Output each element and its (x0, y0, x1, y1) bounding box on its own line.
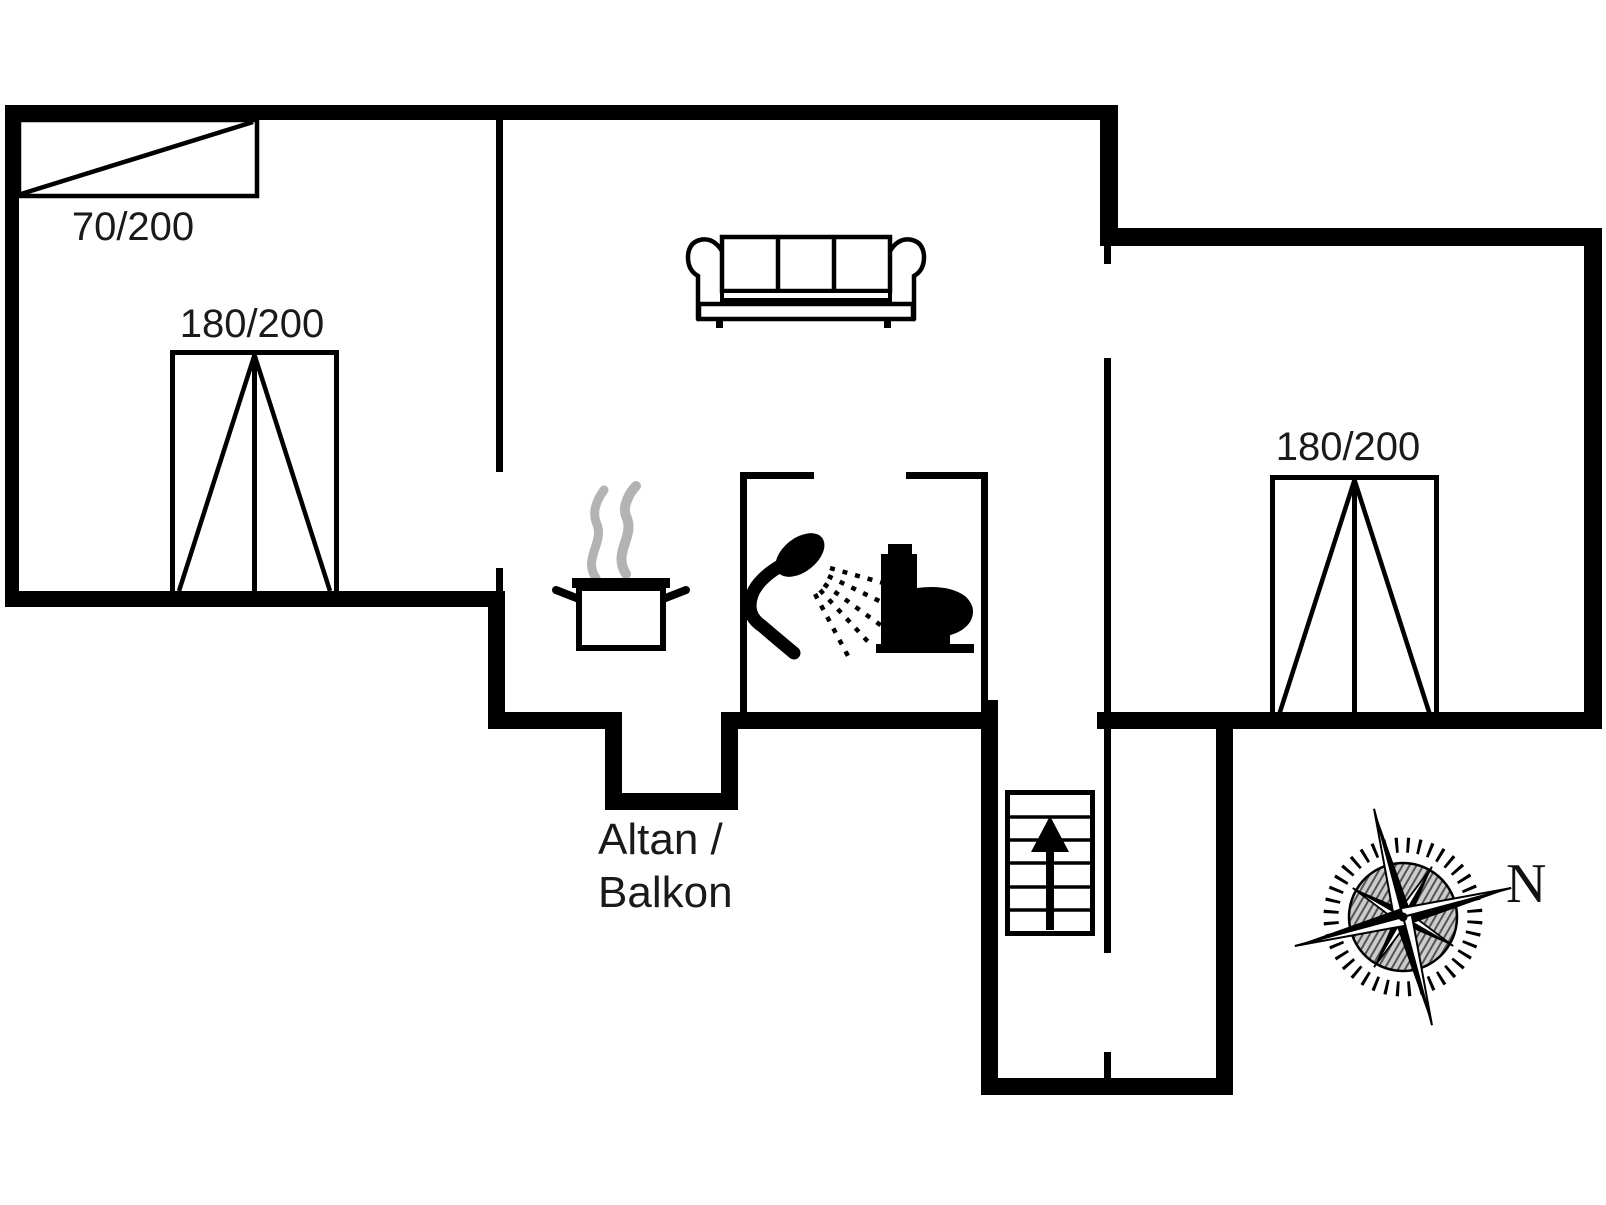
compass-north-label: N (1506, 853, 1547, 915)
sofa-armrest-right (887, 237, 927, 322)
compass-rose-icon (1291, 805, 1515, 1029)
wall-bedroom-left-bottom (5, 591, 505, 607)
up-arrow-icon (1031, 816, 1069, 852)
bed-size-label-left: 180/200 (179, 302, 325, 346)
stairs-up-icon (1005, 790, 1095, 936)
wall-outer-right (1584, 228, 1602, 728)
pot-handle-right (659, 586, 690, 603)
bed-diagonal-left (1276, 479, 1357, 716)
toilet-bowl (917, 587, 974, 638)
wall-bath-right (981, 472, 988, 717)
wall-bath-top-right (906, 472, 988, 479)
sofa-foot-left (716, 319, 723, 328)
pot-rim (572, 578, 670, 588)
balcony-label-line1: Altan / (598, 815, 723, 864)
wall-outer-top (5, 105, 1118, 120)
shower-handle (743, 559, 801, 660)
sofa-armrest-left (685, 237, 725, 322)
wall-bottom-kitchen (488, 712, 622, 729)
wall-stair-divider-upper (1104, 729, 1111, 953)
toilet-icon (876, 544, 974, 653)
wall-left-divider-upper (496, 120, 503, 472)
bed-diagonal-left (176, 354, 257, 592)
sofa-cushions (719, 234, 893, 294)
wall-upper-right-top (1100, 228, 1602, 246)
sofa-icon (685, 234, 927, 328)
wall-top-jog (1100, 105, 1118, 245)
wall-stair-divider-lower (1104, 1052, 1111, 1080)
wall-balcony-bottom (605, 793, 738, 810)
bed-size-label-top-left: 70/200 (71, 205, 195, 249)
double-bed-icon (170, 350, 339, 596)
sofa-foot-right (884, 319, 891, 328)
wall-bath-top-left (740, 472, 814, 479)
double-bed-icon (1270, 475, 1439, 720)
wall-kitchen-vertical (488, 591, 505, 728)
compass-rose-body (1291, 805, 1515, 1029)
toilet-base (876, 644, 974, 653)
toilet-tank (881, 554, 917, 646)
sofa-base (696, 301, 916, 322)
wall-balcony-left (605, 712, 622, 810)
single-bed-icon (16, 117, 260, 199)
compass-center-dot (1398, 912, 1408, 922)
pot-body (576, 585, 666, 651)
wall-right-divider-stub (1104, 246, 1111, 264)
wall-left-divider-lower (496, 568, 503, 595)
bed-size-label-right: 180/200 (1275, 425, 1421, 469)
bed-diagonal (20, 119, 254, 197)
wall-stairwell-right (1216, 712, 1233, 1095)
bed-diagonal-right (1352, 479, 1433, 716)
sofa-seat-edge (720, 289, 892, 302)
wall-balcony-right (721, 712, 738, 810)
up-arrow-shaft (1046, 846, 1054, 930)
steam-icon (616, 481, 641, 579)
wall-stairwell-left (981, 700, 998, 1095)
wall-right-divider-main (1104, 358, 1111, 722)
toilet-lid-button (888, 544, 912, 556)
cooking-pot-icon (552, 481, 690, 651)
wall-stairwell-bottom (981, 1078, 1233, 1095)
wall-outer-left (5, 105, 19, 606)
shower-head (775, 533, 825, 577)
spray-ray (822, 582, 892, 634)
wall-bath-left (740, 472, 747, 717)
balcony-label-line2: Balkon (598, 868, 733, 917)
bed-outline (16, 117, 260, 199)
bed-diagonal-right (252, 354, 333, 592)
steam-icon (587, 485, 609, 583)
wall-bottom-middle (721, 712, 998, 729)
pot-handle-left (552, 586, 583, 603)
